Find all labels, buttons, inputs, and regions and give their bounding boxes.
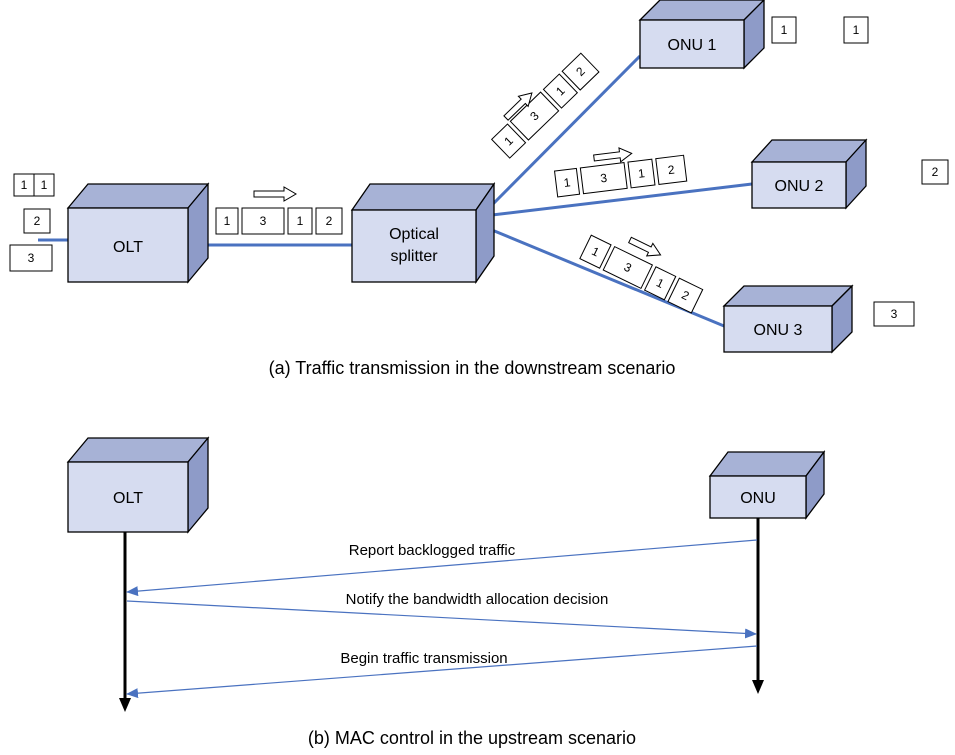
splitter-label-line1: Optical — [389, 226, 439, 243]
received-packet: 3 — [873, 301, 915, 327]
onu-lifeline-arrowhead-icon — [752, 680, 764, 694]
onu2-box: ONU 2 — [750, 138, 868, 210]
received-packet: 2 — [921, 159, 949, 185]
branch1-direction-arrow-icon — [503, 92, 533, 121]
caption-a: (a) Traffic transmission in the downstre… — [269, 358, 676, 378]
svg-text:1: 1 — [563, 175, 572, 190]
notify-message-label: Notify the bandwidth allocation decision — [346, 591, 609, 608]
branch-packet: 2 — [655, 154, 688, 186]
received-packet: 1 — [843, 16, 869, 44]
svg-text:3: 3 — [260, 214, 267, 228]
mac-onu-label: ONU — [740, 490, 776, 507]
svg-text:1: 1 — [637, 166, 646, 181]
mac-olt-label: OLT — [113, 490, 143, 507]
svg-text:2: 2 — [326, 214, 333, 228]
splitter-label-line2: splitter — [390, 248, 438, 265]
branch-fiber-onu1 — [490, 54, 642, 207]
trunk-packet: 1 — [287, 207, 313, 235]
branch-fiber-onu2 — [491, 182, 753, 217]
olt-queue: 1 1 2 3 — [9, 173, 55, 272]
begin-message-label: Begin traffic transmission — [340, 650, 507, 667]
report-message-arrow — [126, 539, 758, 597]
received-packet: 1 — [771, 16, 797, 44]
branch-packet: 1 — [490, 123, 527, 159]
branch-packet: 1 — [553, 167, 581, 198]
svg-text:3: 3 — [891, 307, 898, 321]
mac-olt-box: OLT — [66, 436, 210, 534]
splitter-box: Optical splitter — [350, 181, 496, 285]
onu1-received: 1 1 — [771, 16, 869, 44]
branch-packet: 2 — [667, 277, 704, 314]
onu2-received: 2 — [921, 159, 949, 185]
trunk-packet: 3 — [241, 207, 285, 235]
branch-packet: 2 — [561, 52, 600, 91]
branch1-packets: 1 3 1 2 — [490, 52, 600, 159]
caption-b: (b) MAC control in the upstream scenario — [308, 728, 636, 748]
svg-text:1: 1 — [781, 23, 788, 37]
branch2-direction-arrow-icon — [593, 147, 633, 163]
onu1-label: ONU 1 — [668, 37, 717, 54]
svg-text:1: 1 — [224, 214, 231, 228]
notify-message-arrow — [126, 600, 757, 639]
svg-text:3: 3 — [28, 251, 35, 265]
olt-label: OLT — [113, 239, 143, 256]
branch-packet: 3 — [602, 245, 654, 290]
svg-text:1: 1 — [853, 23, 860, 37]
svg-text:2: 2 — [667, 162, 676, 177]
branch-packet: 1 — [542, 73, 579, 109]
onu1-box: ONU 1 — [638, 0, 765, 70]
trunk-packets: 1 3 1 2 — [215, 207, 343, 235]
mac-onu-box: ONU — [708, 450, 826, 520]
branch-packet: 1 — [579, 234, 612, 269]
svg-text:2: 2 — [932, 165, 939, 179]
begin-message-arrow — [126, 645, 758, 699]
olt-lifeline-arrowhead-icon — [119, 698, 131, 712]
onu3-box: ONU 3 — [722, 284, 854, 354]
trunk-packet: 1 — [215, 207, 239, 235]
branch-packet: 3 — [579, 162, 628, 195]
svg-text:1: 1 — [41, 178, 48, 192]
onu3-received: 3 — [873, 301, 915, 327]
svg-text:3: 3 — [600, 171, 609, 186]
queue-packet: 3 — [9, 244, 53, 272]
queue-packet: 1 — [13, 173, 35, 197]
svg-text:1: 1 — [297, 214, 304, 228]
branch-packet: 3 — [509, 91, 560, 141]
trunk-packet: 2 — [315, 207, 343, 235]
branch-packet: 1 — [643, 266, 677, 301]
report-message-label: Report backlogged traffic — [349, 542, 516, 559]
svg-text:1: 1 — [21, 178, 28, 192]
branch3-direction-arrow-icon — [628, 236, 662, 257]
olt-box: OLT — [66, 182, 210, 284]
downstream-diagram: 1 1 2 3 OLT 1 3 1 2 Optical splitter — [9, 0, 949, 378]
svg-text:2: 2 — [34, 214, 41, 228]
onu2-label: ONU 2 — [775, 178, 824, 195]
branch3-packets: 1 3 1 2 — [579, 234, 704, 314]
branch2-packets: 1 3 1 2 — [553, 154, 688, 198]
queue-packet: 2 — [23, 208, 51, 234]
branch-packet: 1 — [627, 158, 656, 189]
trunk-direction-arrow-icon — [253, 186, 297, 202]
upstream-mac-diagram: OLT ONU Report backlogged traffic Notify… — [66, 436, 826, 748]
onu3-label: ONU 3 — [754, 322, 803, 339]
queue-packet: 1 — [33, 173, 55, 197]
